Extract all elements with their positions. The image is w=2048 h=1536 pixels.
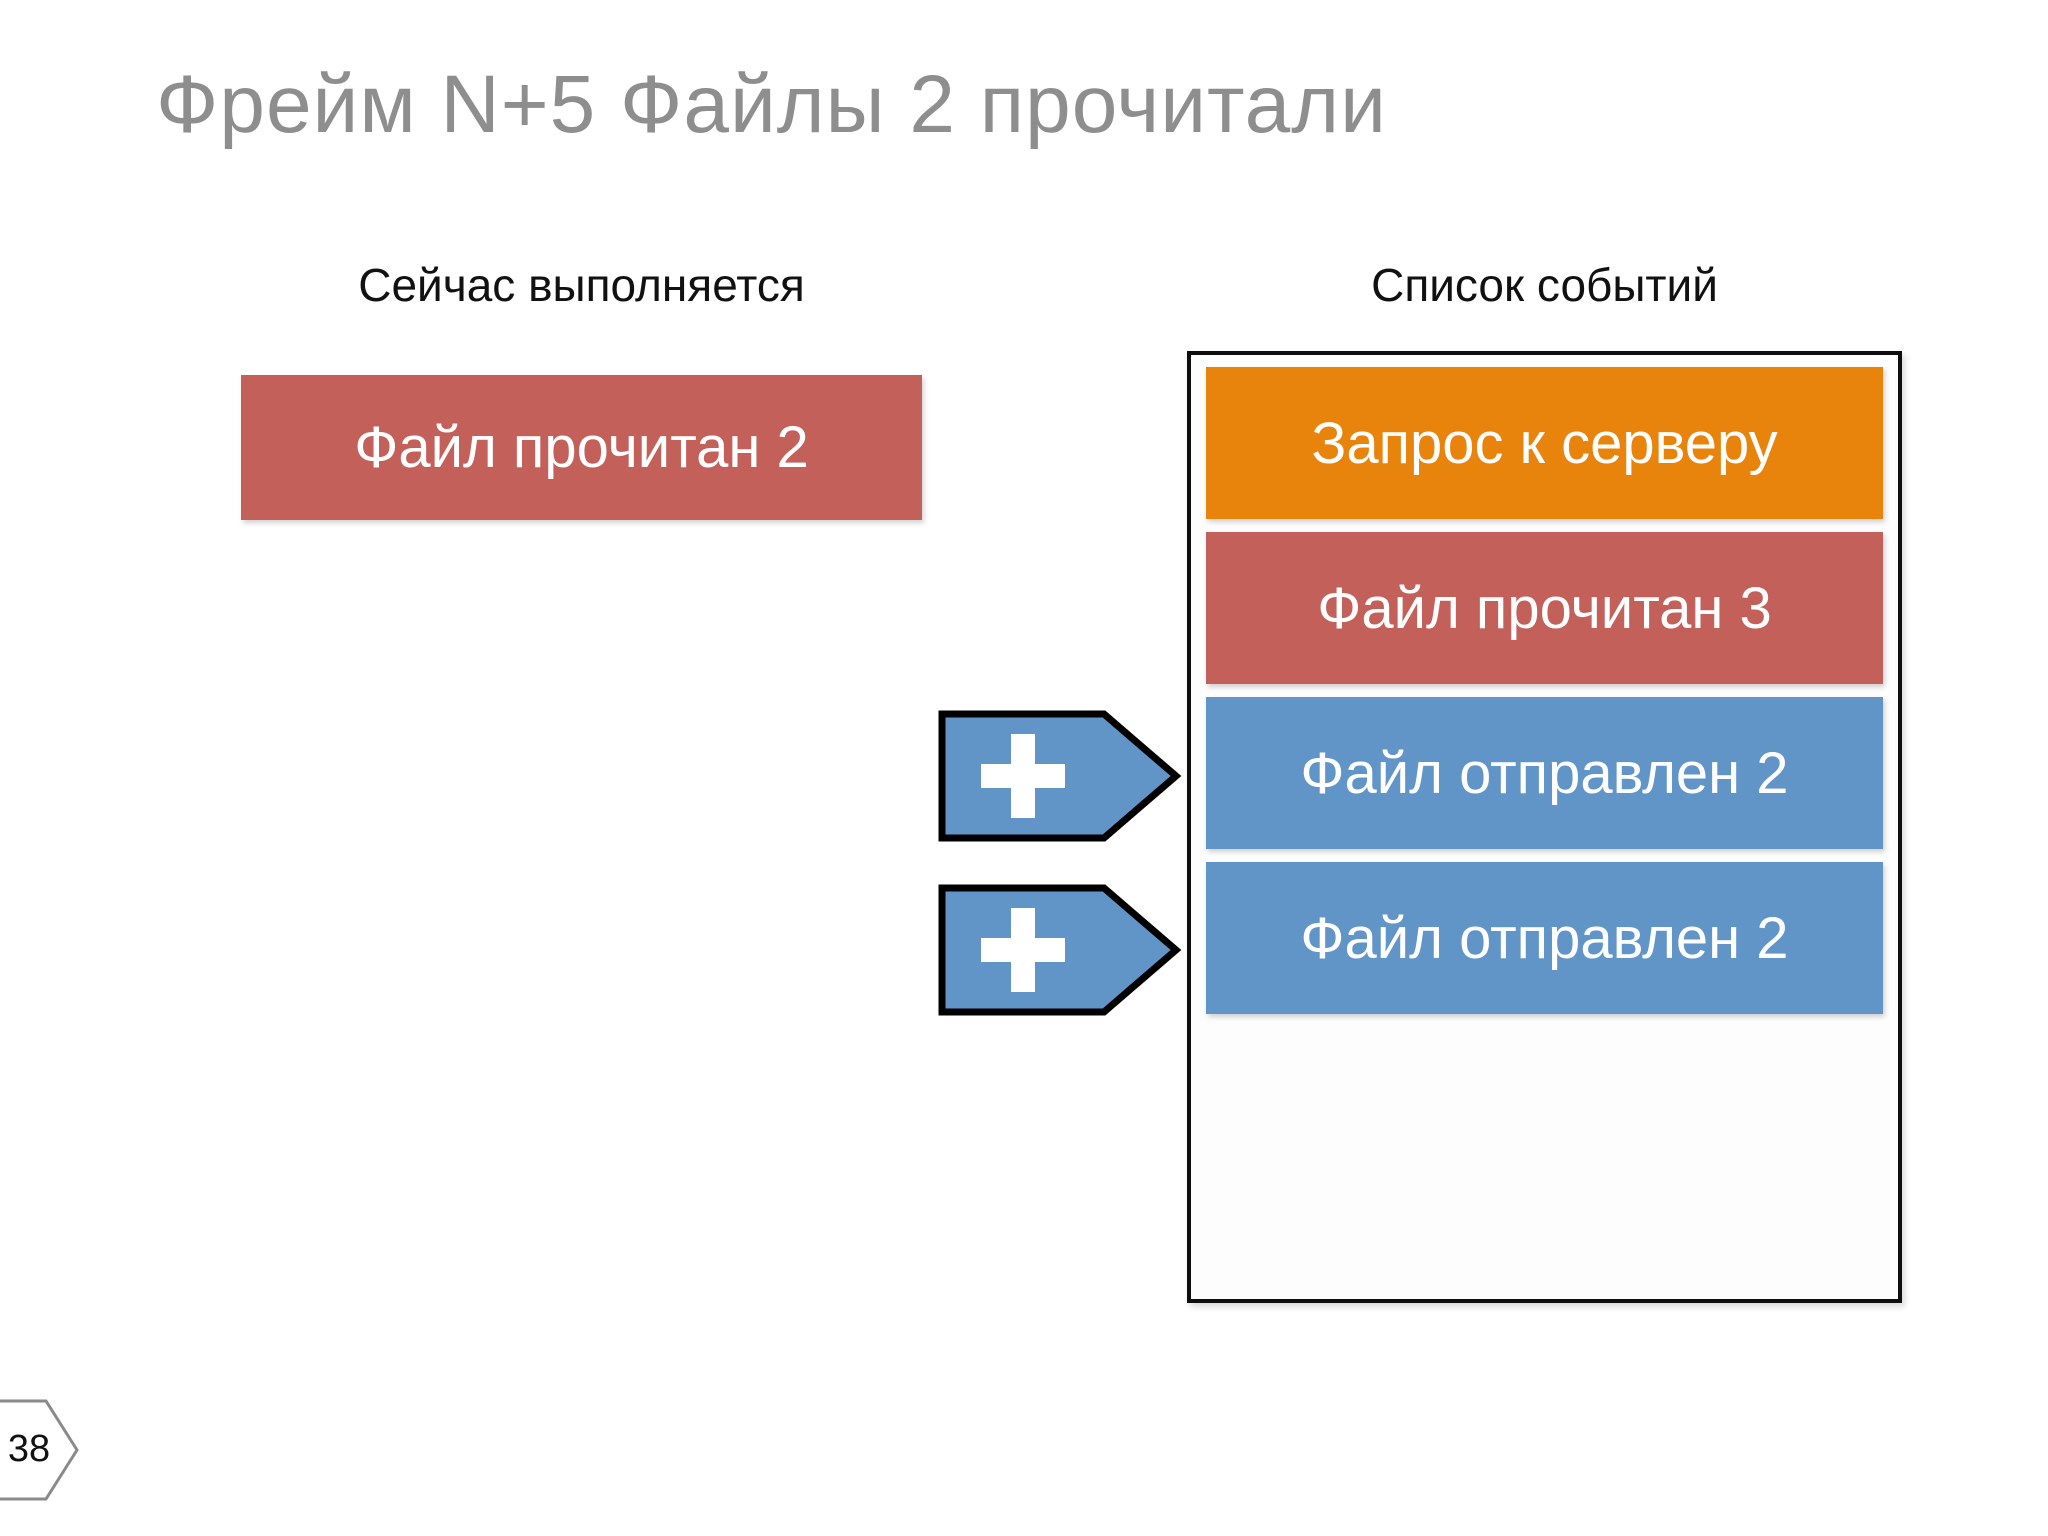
event-item: Файл отправлен 2 (1206, 697, 1883, 849)
page-title: Фрейм N+5 Файлы 2 прочитали (156, 59, 1387, 150)
plus-arrow-icon (938, 884, 1182, 1016)
event-item: Запрос к серверу (1206, 367, 1883, 519)
event-item: Файл отправлен 2 (1206, 862, 1883, 1014)
current-task-box: Файл прочитан 2 (241, 375, 922, 520)
events-column-header: Список событий (1371, 259, 1718, 311)
event-list-panel: Запрос к серверу Файл прочитан 3 Файл от… (1187, 351, 1902, 1303)
page-number-pentagon-icon (0, 1399, 79, 1501)
plus-arrow-icon (938, 710, 1182, 842)
event-item: Файл прочитан 3 (1206, 532, 1883, 684)
page-number: 38 (7, 1428, 51, 1470)
current-column-header: Сейчас выполняется (358, 259, 805, 311)
